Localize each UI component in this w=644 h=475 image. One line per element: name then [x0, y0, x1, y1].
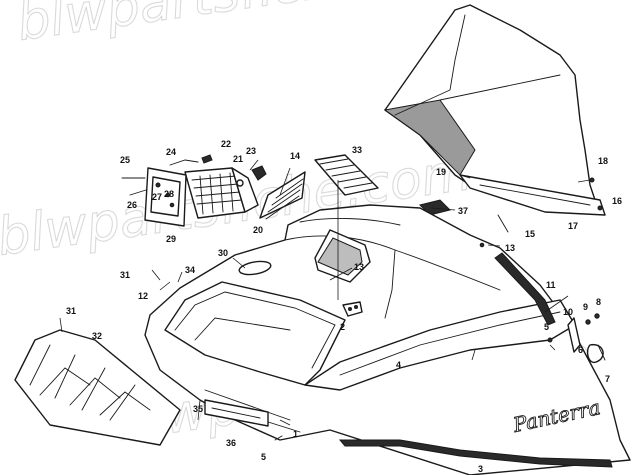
- callout-11: 11: [546, 280, 556, 290]
- callout-22: 22: [221, 139, 231, 149]
- callout-19: 19: [436, 167, 446, 177]
- side-hardware[interactable]: [274, 214, 606, 441]
- callout-25: 25: [120, 155, 130, 165]
- leader-lines: [59, 159, 591, 426]
- callout-36: 36: [226, 438, 236, 448]
- callout-17: 17: [568, 221, 578, 231]
- callout-28: 28: [164, 189, 174, 199]
- headlight-assembly[interactable]: [169, 154, 267, 219]
- callout-16: 16: [612, 196, 622, 206]
- hood-latch[interactable]: [342, 301, 363, 317]
- callout-4: 4: [396, 360, 401, 370]
- callout-29: 29: [166, 234, 176, 244]
- top-vent-grille[interactable]: [314, 154, 379, 196]
- callout-1: 1: [293, 429, 298, 439]
- name-plate[interactable]: [204, 399, 269, 427]
- callout-30: 30: [218, 248, 228, 258]
- callout-24: 24: [166, 147, 176, 157]
- side-stripe[interactable]: [494, 252, 556, 326]
- callout-labels: 1 2 3 4 5 5 6 7 8 9 10 11 12 13 13 14 15…: [66, 139, 622, 474]
- callout-14: 14: [290, 151, 300, 161]
- callout-26: 26: [127, 200, 137, 210]
- callout-5-side: 5: [544, 322, 549, 332]
- callout-15: 15: [525, 229, 535, 239]
- nose-grille[interactable]: [14, 329, 181, 446]
- headlight-bezel[interactable]: [121, 167, 187, 227]
- callout-21: 21: [233, 154, 243, 164]
- callout-8: 8: [596, 297, 601, 307]
- callout-31-grille: 31: [66, 306, 76, 316]
- callout-37: 37: [458, 206, 468, 216]
- watermark-text-top: blwpartsfiche.com: [13, 0, 495, 53]
- callout-7: 7: [605, 374, 610, 384]
- callout-20: 20: [253, 225, 263, 235]
- callout-27: 27: [152, 192, 162, 202]
- callout-2: 2: [340, 322, 345, 332]
- callout-13-right: 13: [505, 243, 515, 253]
- callout-18: 18: [598, 156, 608, 166]
- callout-34: 34: [185, 265, 195, 275]
- windshield[interactable]: [383, 4, 606, 216]
- callout-10: 10: [563, 307, 573, 317]
- callout-33: 33: [352, 145, 362, 155]
- callout-9: 9: [583, 302, 588, 312]
- side-vent-grille[interactable]: [259, 171, 306, 220]
- callout-35: 35: [193, 404, 203, 414]
- callout-13-center: 13: [354, 262, 364, 272]
- callout-3: 3: [478, 464, 483, 474]
- oval-vent[interactable]: [238, 259, 272, 276]
- callout-6: 6: [578, 345, 583, 355]
- callout-32: 32: [92, 331, 102, 341]
- callout-23: 23: [246, 146, 256, 156]
- callout-31-left: 31: [120, 270, 130, 280]
- callout-5-front: 5: [261, 452, 266, 462]
- lower-trim-molding[interactable]: [338, 439, 613, 468]
- callout-12: 12: [138, 291, 148, 301]
